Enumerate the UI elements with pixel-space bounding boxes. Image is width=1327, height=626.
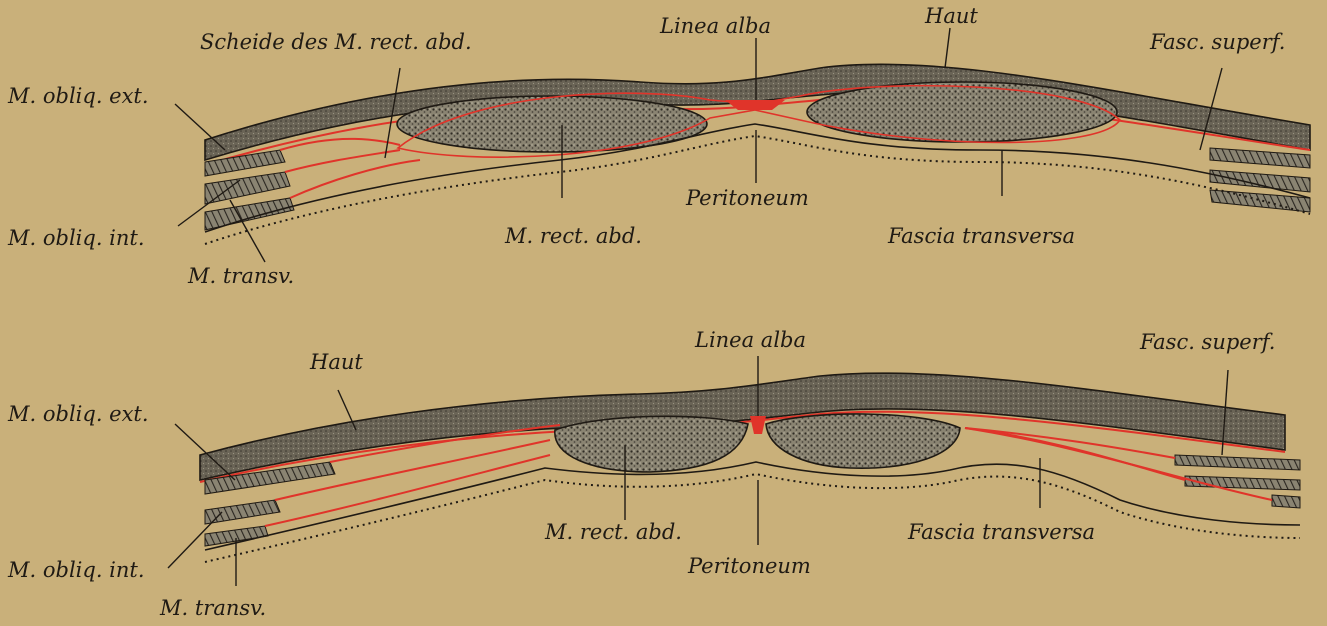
label-obliq-ext-b: M. obliq. ext. — [8, 404, 149, 425]
label-peritoneum: Peritoneum — [686, 188, 809, 209]
label-fasc-superf-b: Fasc. superf. — [1140, 332, 1275, 353]
label-peritoneum-b: Peritoneum — [688, 556, 811, 577]
left-obliq-int — [205, 172, 290, 204]
right-transv-bottom — [1272, 495, 1300, 508]
left-aponeurosis-red-2 — [285, 150, 400, 172]
label-haut-b: Haut — [310, 352, 363, 373]
right-obliq-int — [1210, 170, 1310, 192]
right-obliq-ext-bottom — [1175, 455, 1300, 470]
skin-layer — [205, 64, 1310, 160]
label-transv: M. transv. — [188, 266, 294, 287]
label-fascia-transversa: Fascia transversa — [888, 226, 1075, 247]
label-fascia-transversa-b: Fascia transversa — [908, 522, 1095, 543]
rectus-left-bottom — [555, 416, 748, 472]
rectus-right-bottom — [766, 414, 960, 468]
label-obliq-ext: M. obliq. ext. — [8, 86, 149, 107]
label-rect-abd-b: M. rect. abd. — [545, 522, 682, 543]
leader-haut — [945, 28, 950, 68]
label-haut: Haut — [925, 6, 978, 27]
label-obliq-int: M. obliq. int. — [8, 228, 145, 249]
rectus-right — [807, 82, 1117, 142]
label-scheide: Scheide des M. rect. abd. — [200, 32, 472, 53]
label-linea-alba: Linea alba — [660, 16, 771, 37]
linea-alba-knot-bottom — [750, 416, 766, 434]
left-obliq-int-bottom — [205, 500, 280, 524]
label-rect-abd: M. rect. abd. — [505, 226, 642, 247]
label-fasc-superf: Fasc. superf. — [1150, 32, 1285, 53]
leader-obliq-ext — [175, 104, 225, 150]
right-obliq-ext — [1210, 148, 1310, 168]
figure-bottom — [168, 356, 1300, 586]
label-transv-b: M. transv. — [160, 598, 266, 619]
label-linea-alba-b: Linea alba — [695, 330, 806, 351]
figure-top — [175, 28, 1310, 262]
label-obliq-int-b: M. obliq. int. — [8, 560, 145, 581]
peritoneum-dotted-bottom — [205, 474, 1300, 562]
left-transv — [205, 198, 294, 230]
